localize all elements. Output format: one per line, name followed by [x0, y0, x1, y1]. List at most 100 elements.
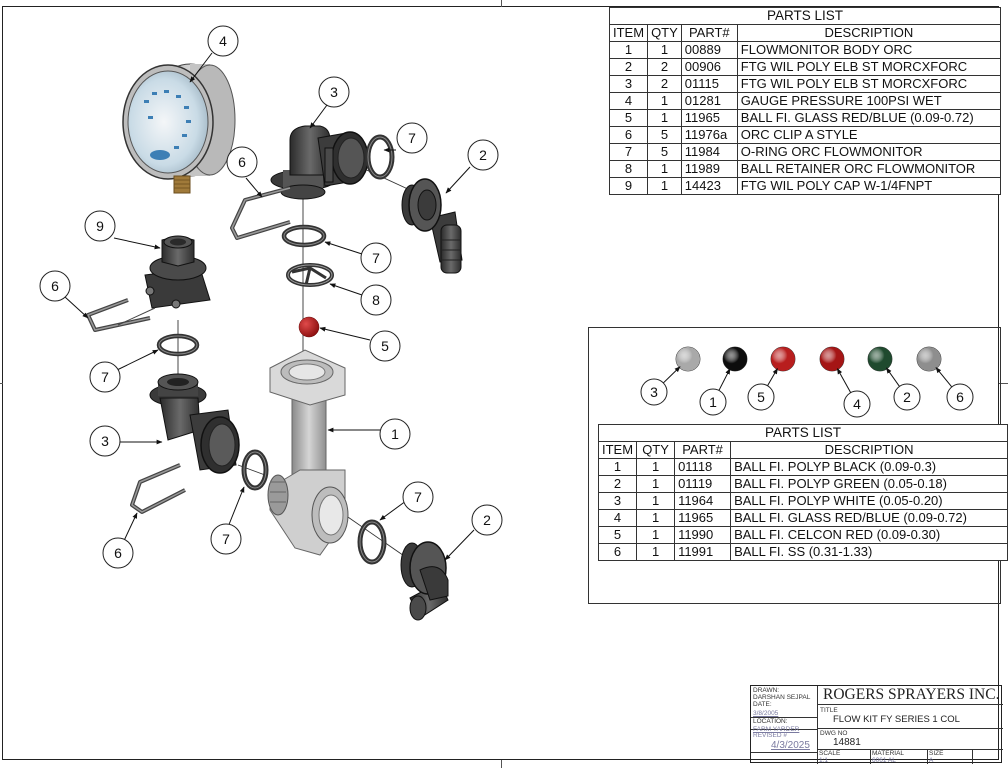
- leader-line: [885, 367, 900, 387]
- cell-description: O-RING ORC FLOWMONITOR: [736, 143, 1002, 161]
- leader-line: [718, 368, 731, 391]
- callout-6: 6: [51, 278, 59, 294]
- zone-tick-left: [0, 383, 3, 384]
- date-value: 3/8/2005: [753, 710, 779, 717]
- cell-part-number: 01118: [674, 458, 732, 476]
- cell-description: FTG WIL POLY CAP W-1/4FNPT: [736, 177, 1002, 195]
- callout-3: 3: [330, 84, 338, 100]
- material-label: MATERIAL: [872, 750, 905, 757]
- col-header-item: ITEM: [597, 441, 638, 459]
- ball-callout-number: 2: [903, 389, 911, 405]
- callout-7: 7: [408, 130, 416, 146]
- ball-callout-balloon: [640, 378, 668, 406]
- cell-qty: 2: [647, 75, 682, 93]
- material-value: 6061 AL: [872, 757, 896, 764]
- cell-part-number: 11990: [674, 526, 732, 544]
- cell-item: 3: [597, 492, 638, 510]
- zone-tick-right: [999, 383, 1008, 384]
- part-elbow-top: [270, 125, 369, 200]
- cell-part-number: 14423: [680, 177, 738, 195]
- ball-callout-number: 4: [853, 396, 861, 412]
- cell-qty: 1: [636, 458, 676, 476]
- title-block: DRAWN: DARSHAN SEJPAL DATE: 3/8/2005 LOC…: [750, 685, 1003, 764]
- callout-numbers: 4 3 6 7 2 9 7 8 6 5 7 3 1 7 6 7 2: [51, 33, 491, 561]
- cell-part-number: 11989: [680, 160, 738, 178]
- cell-description: FLOWMONITOR BODY ORC: [736, 41, 1002, 59]
- cell-part-number: 11965: [680, 109, 738, 127]
- cell-qty: 1: [636, 543, 676, 561]
- cell-part-number: 11976a: [680, 126, 738, 144]
- cell-description: BALL FI. SS (0.31-1.33): [730, 543, 1008, 561]
- zone-tick-top: [501, 0, 502, 7]
- callout-9: 9: [96, 218, 104, 234]
- cell-part-number: 11984: [680, 143, 738, 161]
- part-clip-lower: [130, 463, 186, 514]
- cell-qty: 1: [636, 475, 676, 493]
- ball-callout-balloon: [699, 388, 727, 416]
- leader-line: [935, 367, 953, 388]
- callout-7: 7: [101, 369, 109, 385]
- col-header-description: DESCRIPTION: [736, 24, 1002, 42]
- ball-callout-balloon: [946, 383, 974, 411]
- callout-7: 7: [414, 489, 422, 505]
- drawn-label: DRAWN:: [753, 687, 780, 694]
- callout-1: 1: [391, 426, 399, 442]
- leader-line: [767, 368, 778, 386]
- cell-item: 1: [608, 41, 649, 59]
- cell-description: BALL FI. GLASS RED/BLUE (0.09-0.72): [730, 509, 1008, 527]
- callout-2: 2: [479, 147, 487, 163]
- company-name: ROGERS SPRAYERS INC.: [823, 686, 1000, 703]
- size-label: SIZE: [929, 750, 944, 757]
- ball-highlight: [868, 347, 892, 371]
- ball-highlight: [820, 347, 844, 371]
- cell-part-number: 11964: [674, 492, 732, 510]
- ball-highlight: [723, 347, 747, 371]
- leader-line: [836, 368, 852, 393]
- cell-item: 5: [608, 109, 649, 127]
- cell-item: 8: [608, 160, 649, 178]
- cell-part-number: 00889: [680, 41, 738, 59]
- cell-qty: 1: [647, 109, 682, 127]
- ball-callout-balloon: [893, 383, 921, 411]
- cell-part-number: 01119: [674, 475, 732, 493]
- cell-description: BALL FI. POLYP GREEN (0.05-0.18): [730, 475, 1008, 493]
- cell-item: 6: [597, 543, 638, 561]
- ball-callout-balloon: [747, 383, 775, 411]
- ball-callout-number: 6: [956, 389, 964, 405]
- revised-label: REVISED #: [753, 732, 787, 739]
- cell-qty: 5: [647, 126, 682, 144]
- ball-highlight: [917, 347, 941, 371]
- cell-item: 9: [608, 177, 649, 195]
- part-ball-retainer: [286, 263, 334, 287]
- col-header-qty: QTY: [636, 441, 676, 459]
- cell-item: 2: [608, 58, 649, 76]
- cell-description: FTG WIL POLY ELB ST MORCXFORC: [736, 58, 1002, 76]
- col-header-part: PART#: [680, 24, 738, 42]
- col-header-item: ITEM: [608, 24, 649, 42]
- cell-part-number: 11991: [674, 543, 732, 561]
- ball-callout-balloon: [843, 390, 871, 418]
- dwg-no-label: DWG NO: [820, 730, 848, 737]
- drawn-by: DARSHAN SEJPAL: [753, 694, 811, 701]
- callout-7: 7: [222, 531, 230, 547]
- cell-item: 1: [597, 458, 638, 476]
- cell-qty: 1: [647, 92, 682, 110]
- col-header-description: DESCRIPTION: [730, 441, 1008, 459]
- drawing-title: FLOW KIT FY SERIES 1 COL: [833, 714, 960, 725]
- parts-list-title: PARTS LIST: [609, 7, 1001, 25]
